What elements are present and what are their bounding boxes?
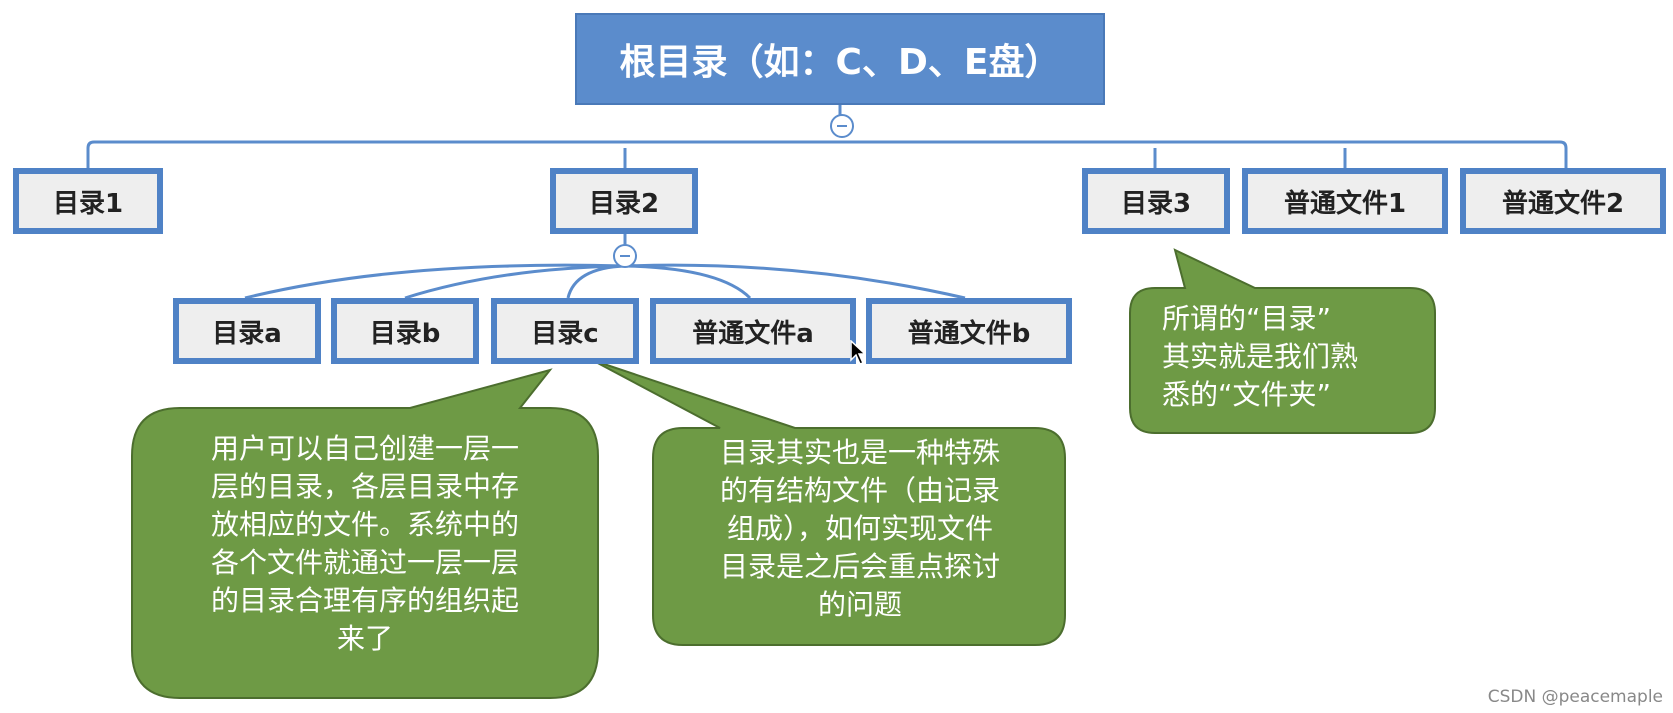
node-file-a-label: 普通文件a [692,318,814,349]
node-dir-c[interactable]: 目录c [491,298,639,364]
node-file-b-label: 普通文件b [907,318,1031,349]
node-dir-c-label: 目录c [531,318,599,349]
node-dir-a[interactable]: 目录a [173,298,321,364]
node-file-2[interactable]: 普通文件2 [1460,168,1666,234]
node-dir-3-label: 目录3 [1120,188,1192,219]
callout-structure-shape [591,359,1066,646]
root-directory-node[interactable]: 根目录（如：C、D、E盘） [575,13,1105,105]
node-file-a[interactable]: 普通文件a [650,298,856,364]
node-dir-a-label: 目录a [212,318,282,349]
node-file-2-label: 普通文件2 [1501,188,1625,219]
node-dir-b[interactable]: 目录b [331,298,479,364]
callout-structure-text: 目录其实也是一种特殊 的有结构文件（由记录 组成），如何实现文件 目录是之后会重… [719,436,1000,621]
node-file-b[interactable]: 普通文件b [866,298,1072,364]
connector-root-children [86,105,1568,168]
node-dir-2-label: 目录2 [588,188,660,219]
node-dir-1[interactable]: 目录1 [13,168,163,234]
node-file-1-label: 普通文件1 [1283,188,1407,219]
node-dir-1-label: 目录1 [52,188,124,219]
mouse-pointer-icon [850,340,866,365]
node-dir-3[interactable]: 目录3 [1082,168,1230,234]
callout-user-text: 用户可以自己创建一层一 层的目录，各层目录中存 放相应的文件。系统中的 各个文件… [210,432,519,655]
node-dir-b-label: 目录b [369,318,441,349]
callout-user-shape [131,368,599,699]
node-dir-2[interactable]: 目录2 [550,168,698,234]
callout-folder-text: 所谓的“目录” 其实就是我们熟 悉的“文件夹” [1162,302,1359,411]
collapse-dir2-icon[interactable] [613,244,637,268]
connector-dir2-children [244,232,966,300]
collapse-root-icon[interactable] [830,114,854,138]
watermark: CSDN @peacemaple [1487,687,1663,707]
callout-folder-shape [1129,248,1436,434]
root-directory-label: 根目录（如：C、D、E盘） [619,42,1061,83]
node-file-1[interactable]: 普通文件1 [1242,168,1448,234]
